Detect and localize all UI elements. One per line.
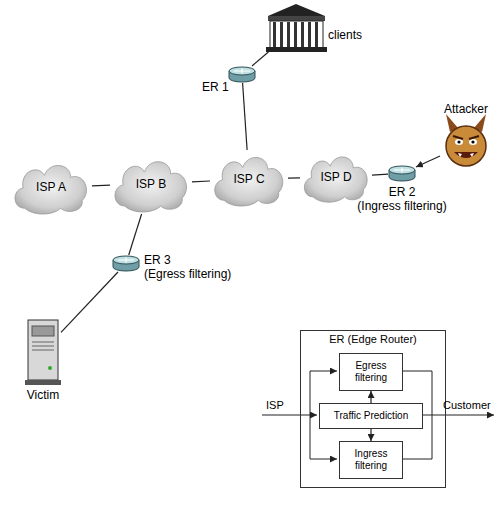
port-label: Customer <box>443 399 491 411</box>
node-label: clients <box>328 28 362 42</box>
connector-line <box>192 180 210 182</box>
client-building-part <box>315 22 318 47</box>
box-text: Ingress filtering <box>342 448 400 472</box>
isp-cloud: ISP B <box>110 154 192 214</box>
connector-line <box>92 185 110 187</box>
connector-line <box>370 429 371 441</box>
client-building-part <box>268 4 325 16</box>
node-label: Victim <box>27 388 59 402</box>
router-node: ER 3(Egress filtering) <box>112 255 140 272</box>
attacker-node: Attacker <box>440 120 492 168</box>
victim-server <box>25 320 61 385</box>
client-building-part <box>287 22 290 47</box>
frame-title: ER (Edge Router) <box>301 333 445 345</box>
egress-filter-box: Egress filtering <box>339 353 403 391</box>
victim-server-part <box>25 380 61 385</box>
box-text: ISP C <box>233 172 264 186</box>
node-label: ER 1 <box>202 80 229 94</box>
cloud-shape <box>304 157 367 202</box>
connector-line <box>252 52 268 66</box>
box-text: ISP A <box>36 180 66 194</box>
client-building-part <box>280 22 283 47</box>
victim-server-part <box>28 320 58 380</box>
connector-line <box>372 174 388 176</box>
edge-router-frame: ER (Edge Router) Egress filteringTraffic … <box>300 330 446 488</box>
client-building <box>266 4 327 52</box>
attacker-devil-part <box>457 140 460 143</box>
attacker-devil-part <box>446 126 486 166</box>
attacker-devil-part <box>455 139 463 145</box>
node-label: ER 3 <box>144 253 171 267</box>
attacker-devil <box>446 114 486 166</box>
router-icon <box>113 256 139 271</box>
edge-router-internal-lines-part <box>423 415 494 416</box>
victim-node: Victim <box>25 318 61 385</box>
ingress-filter-box: Ingress filtering <box>339 441 403 479</box>
attacker-devil-part <box>458 153 474 157</box>
attacker-devil-part <box>471 140 474 143</box>
attacker-devil-part <box>453 136 479 139</box>
victim-server-part <box>32 342 54 350</box>
port-label: ISP <box>266 399 284 411</box>
client-building-part <box>266 47 327 52</box>
cloud-shape <box>15 165 87 214</box>
client-building-part <box>268 16 325 21</box>
edge-router-internal-lines-part <box>310 459 337 460</box>
node-label: (Ingress filtering) <box>357 199 446 213</box>
isp-cloud: ISP C <box>210 150 288 208</box>
edge-router-internal-lines-part <box>310 371 337 372</box>
edge-router-internal-lines-part <box>262 415 317 416</box>
router-node: ER 1 <box>228 66 256 83</box>
client-building-part <box>273 22 276 47</box>
box-text: ISP B <box>136 177 166 191</box>
client-building-part <box>270 21 323 48</box>
cloud-shape <box>215 157 283 206</box>
connector-line <box>416 156 440 167</box>
node-label: ER 2 <box>389 185 416 199</box>
client-building-part <box>301 22 304 47</box>
router-icon <box>389 166 415 181</box>
box-text: Traffic Prediction <box>334 410 408 422</box>
victim-server-part <box>32 326 54 336</box>
router-node: ER 2(Ingress filtering) <box>388 165 416 182</box>
isp-cloud: ISP D <box>300 150 372 204</box>
edge-router-internal-lines-part <box>310 371 311 459</box>
connector-line <box>129 214 142 255</box>
box-text: Egress filtering <box>342 360 400 384</box>
connector-line <box>243 83 248 150</box>
client-building-part <box>308 22 311 47</box>
router-icon <box>229 67 255 82</box>
connector-line <box>61 272 118 332</box>
traffic-prediction-box: Traffic Prediction <box>319 403 423 429</box>
attacker-devil-part <box>469 139 477 145</box>
node-label: (Egress filtering) <box>144 267 231 281</box>
node-label: Attacker <box>444 102 488 116</box>
connector-line <box>370 391 371 403</box>
isp-cloud: ISP A <box>10 158 92 216</box>
connector-line <box>288 177 300 179</box>
client-building-part <box>294 22 297 47</box>
client-node: clients <box>268 4 325 52</box>
victim-server-part <box>48 366 52 370</box>
port-label-holder: Customer <box>443 399 491 411</box>
port-label-holder: ISP <box>266 399 284 411</box>
box-text: ISP D <box>320 170 351 184</box>
attacker-devil-part <box>454 152 478 158</box>
cloud-shape <box>115 162 187 212</box>
